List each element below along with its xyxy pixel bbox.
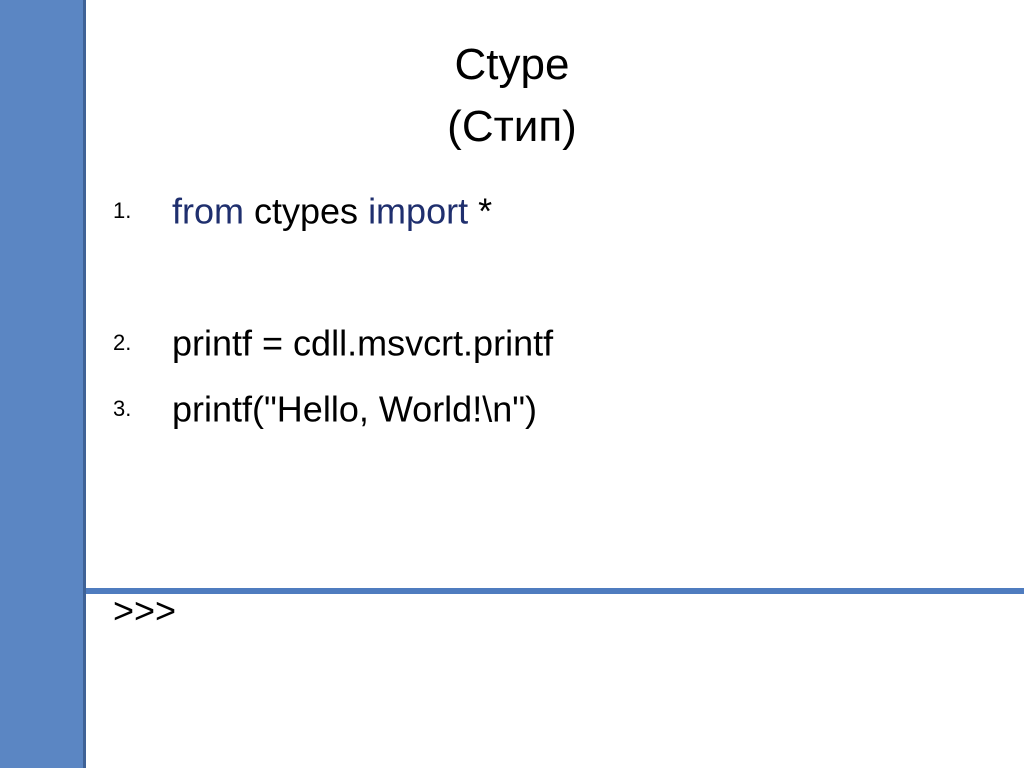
title-line-1: Ctype — [454, 40, 570, 89]
code-line-3: 3. printf("Hello, World!\n") — [113, 386, 537, 430]
import-star: * — [468, 190, 493, 232]
code-line-1: 1. from ctypes import * — [113, 188, 492, 232]
line-number: 2. — [113, 330, 132, 356]
python-prompt: >>> — [113, 590, 177, 631]
left-accent-bar — [0, 0, 86, 768]
code-text: printf = cdll.msvcrt.printf — [172, 322, 554, 364]
module-name: ctypes — [244, 190, 369, 232]
keyword-import: import — [368, 190, 469, 232]
horizontal-divider — [86, 588, 1024, 594]
code-text: from ctypes import * — [172, 190, 492, 231]
title-line-2: (Стип) — [447, 102, 577, 151]
keyword-from: from — [172, 190, 244, 232]
code-line-2: 2. printf = cdll.msvcrt.printf — [113, 320, 553, 364]
line-number: 3. — [113, 396, 132, 422]
code-text: printf("Hello, World!\n") — [172, 388, 537, 430]
line-number: 1. — [113, 198, 132, 224]
slide-title: Ctype (Стип) — [212, 34, 812, 158]
